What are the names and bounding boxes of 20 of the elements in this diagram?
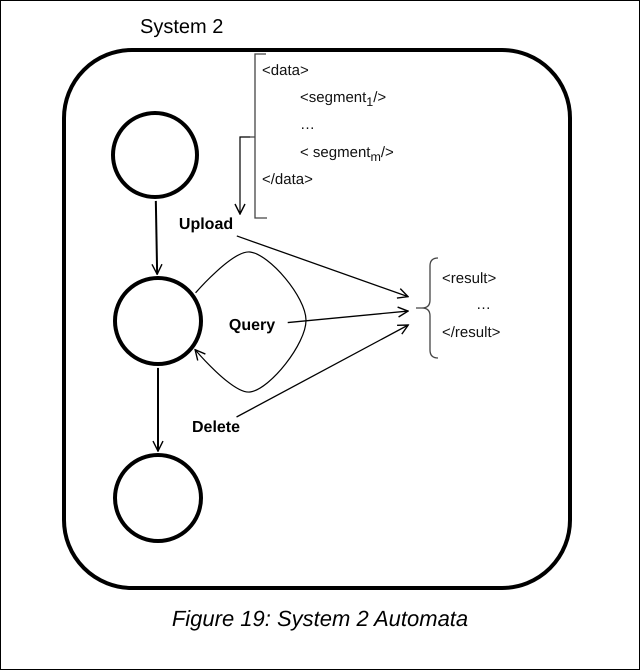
transition-label: Delete (180, 417, 252, 439)
code-line: … (300, 116, 315, 134)
transition-arrow (194, 251, 307, 393)
code-line: < segment$_{m}$/> (300, 144, 394, 166)
code-line: <segment$_{1}$/> (300, 89, 386, 111)
transition-arrow (288, 306, 409, 324)
code-line: </result> (442, 324, 500, 342)
figure-caption: Figure 19: System 2 Automata (170, 606, 470, 632)
code-line: </data> (262, 171, 313, 189)
transition-arrow (151, 200, 163, 275)
transition-label: Query (216, 315, 288, 337)
code-line: <data> (262, 62, 309, 80)
transition-arrow (236, 324, 409, 418)
transition-label: Upload (165, 214, 247, 236)
container-title: System 2 (140, 16, 224, 39)
code-line: <result> (442, 270, 496, 288)
code-line: … (476, 296, 491, 314)
transition-arrow (152, 368, 164, 452)
transition-arrow (236, 235, 409, 299)
transition-arrow (234, 136, 250, 215)
